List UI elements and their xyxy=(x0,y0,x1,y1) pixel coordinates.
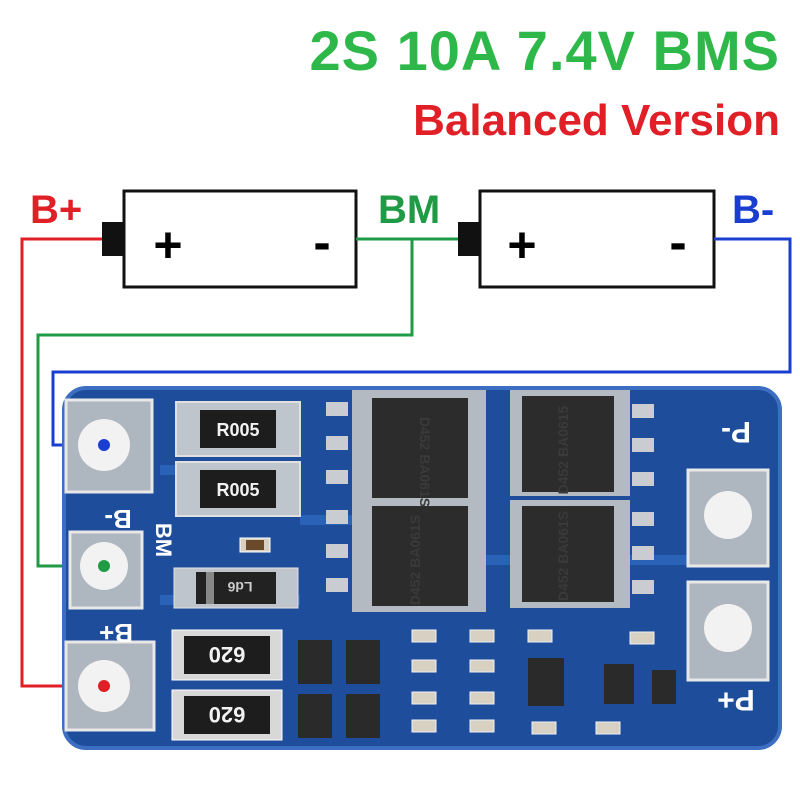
pcb-label-p-minus: P- xyxy=(721,415,751,448)
resistor-620-1: 620 xyxy=(171,629,283,681)
b-minus-label: B- xyxy=(732,188,775,232)
mosfet-4 xyxy=(510,500,654,608)
cell-2-minus-sign: - xyxy=(669,214,686,272)
b-minus-wire-dot xyxy=(98,439,110,451)
svg-text:R005: R005 xyxy=(216,480,259,500)
shunt-resistor-1: R005 xyxy=(175,401,301,457)
b-plus-label: B+ xyxy=(30,188,83,232)
pcb-label-b-plus: B+ xyxy=(99,618,133,648)
bm-label: BM xyxy=(378,188,441,232)
svg-text:R005: R005 xyxy=(216,420,259,440)
wire-b-minus xyxy=(51,237,792,447)
svg-text:D452 BA0615: D452 BA0615 xyxy=(555,405,571,494)
product-subtitle: Balanced Version xyxy=(413,96,780,145)
pad-p-minus xyxy=(686,468,770,568)
svg-text:620: 620 xyxy=(209,642,246,667)
shunt-resistor-2: R005 xyxy=(175,461,301,517)
svg-text:D452 BA061S: D452 BA061S xyxy=(555,511,571,601)
mosfet-1 xyxy=(326,390,486,506)
pcb-label-p-plus: P+ xyxy=(717,683,755,716)
mosfet-2 xyxy=(510,390,654,496)
svg-text:D452 BA061S: D452 BA061S xyxy=(407,515,423,605)
battery-cell-2: + - xyxy=(458,189,716,289)
cell-2-plus-sign: + xyxy=(507,217,536,273)
cell-1-plus-sign: + xyxy=(153,217,182,273)
bm-wire-dot xyxy=(98,560,110,572)
pad-p-plus xyxy=(686,580,770,682)
mosfet-3 xyxy=(326,500,486,612)
pcb-label-b-minus: B- xyxy=(104,504,131,534)
product-title: 2S 10A 7.4V BMS xyxy=(309,19,780,82)
protection-diode: Ld6 xyxy=(173,567,299,609)
resistor-620-2: 620 xyxy=(171,689,283,741)
b-plus-wire-dot xyxy=(98,680,110,692)
cell-1-minus-sign: - xyxy=(313,214,330,272)
pcb-board: B- BM B+ R005 R005 Ld6 xyxy=(62,386,782,750)
battery-cell-1: + - xyxy=(102,189,358,289)
pad-b-plus xyxy=(64,640,156,732)
svg-text:Ld6: Ld6 xyxy=(227,579,252,595)
pcb-label-bm: BM xyxy=(151,523,176,557)
wire-bm-down xyxy=(36,239,414,568)
svg-text:D452 BA061S: D452 BA061S xyxy=(417,417,433,507)
svg-text:620: 620 xyxy=(209,702,246,727)
